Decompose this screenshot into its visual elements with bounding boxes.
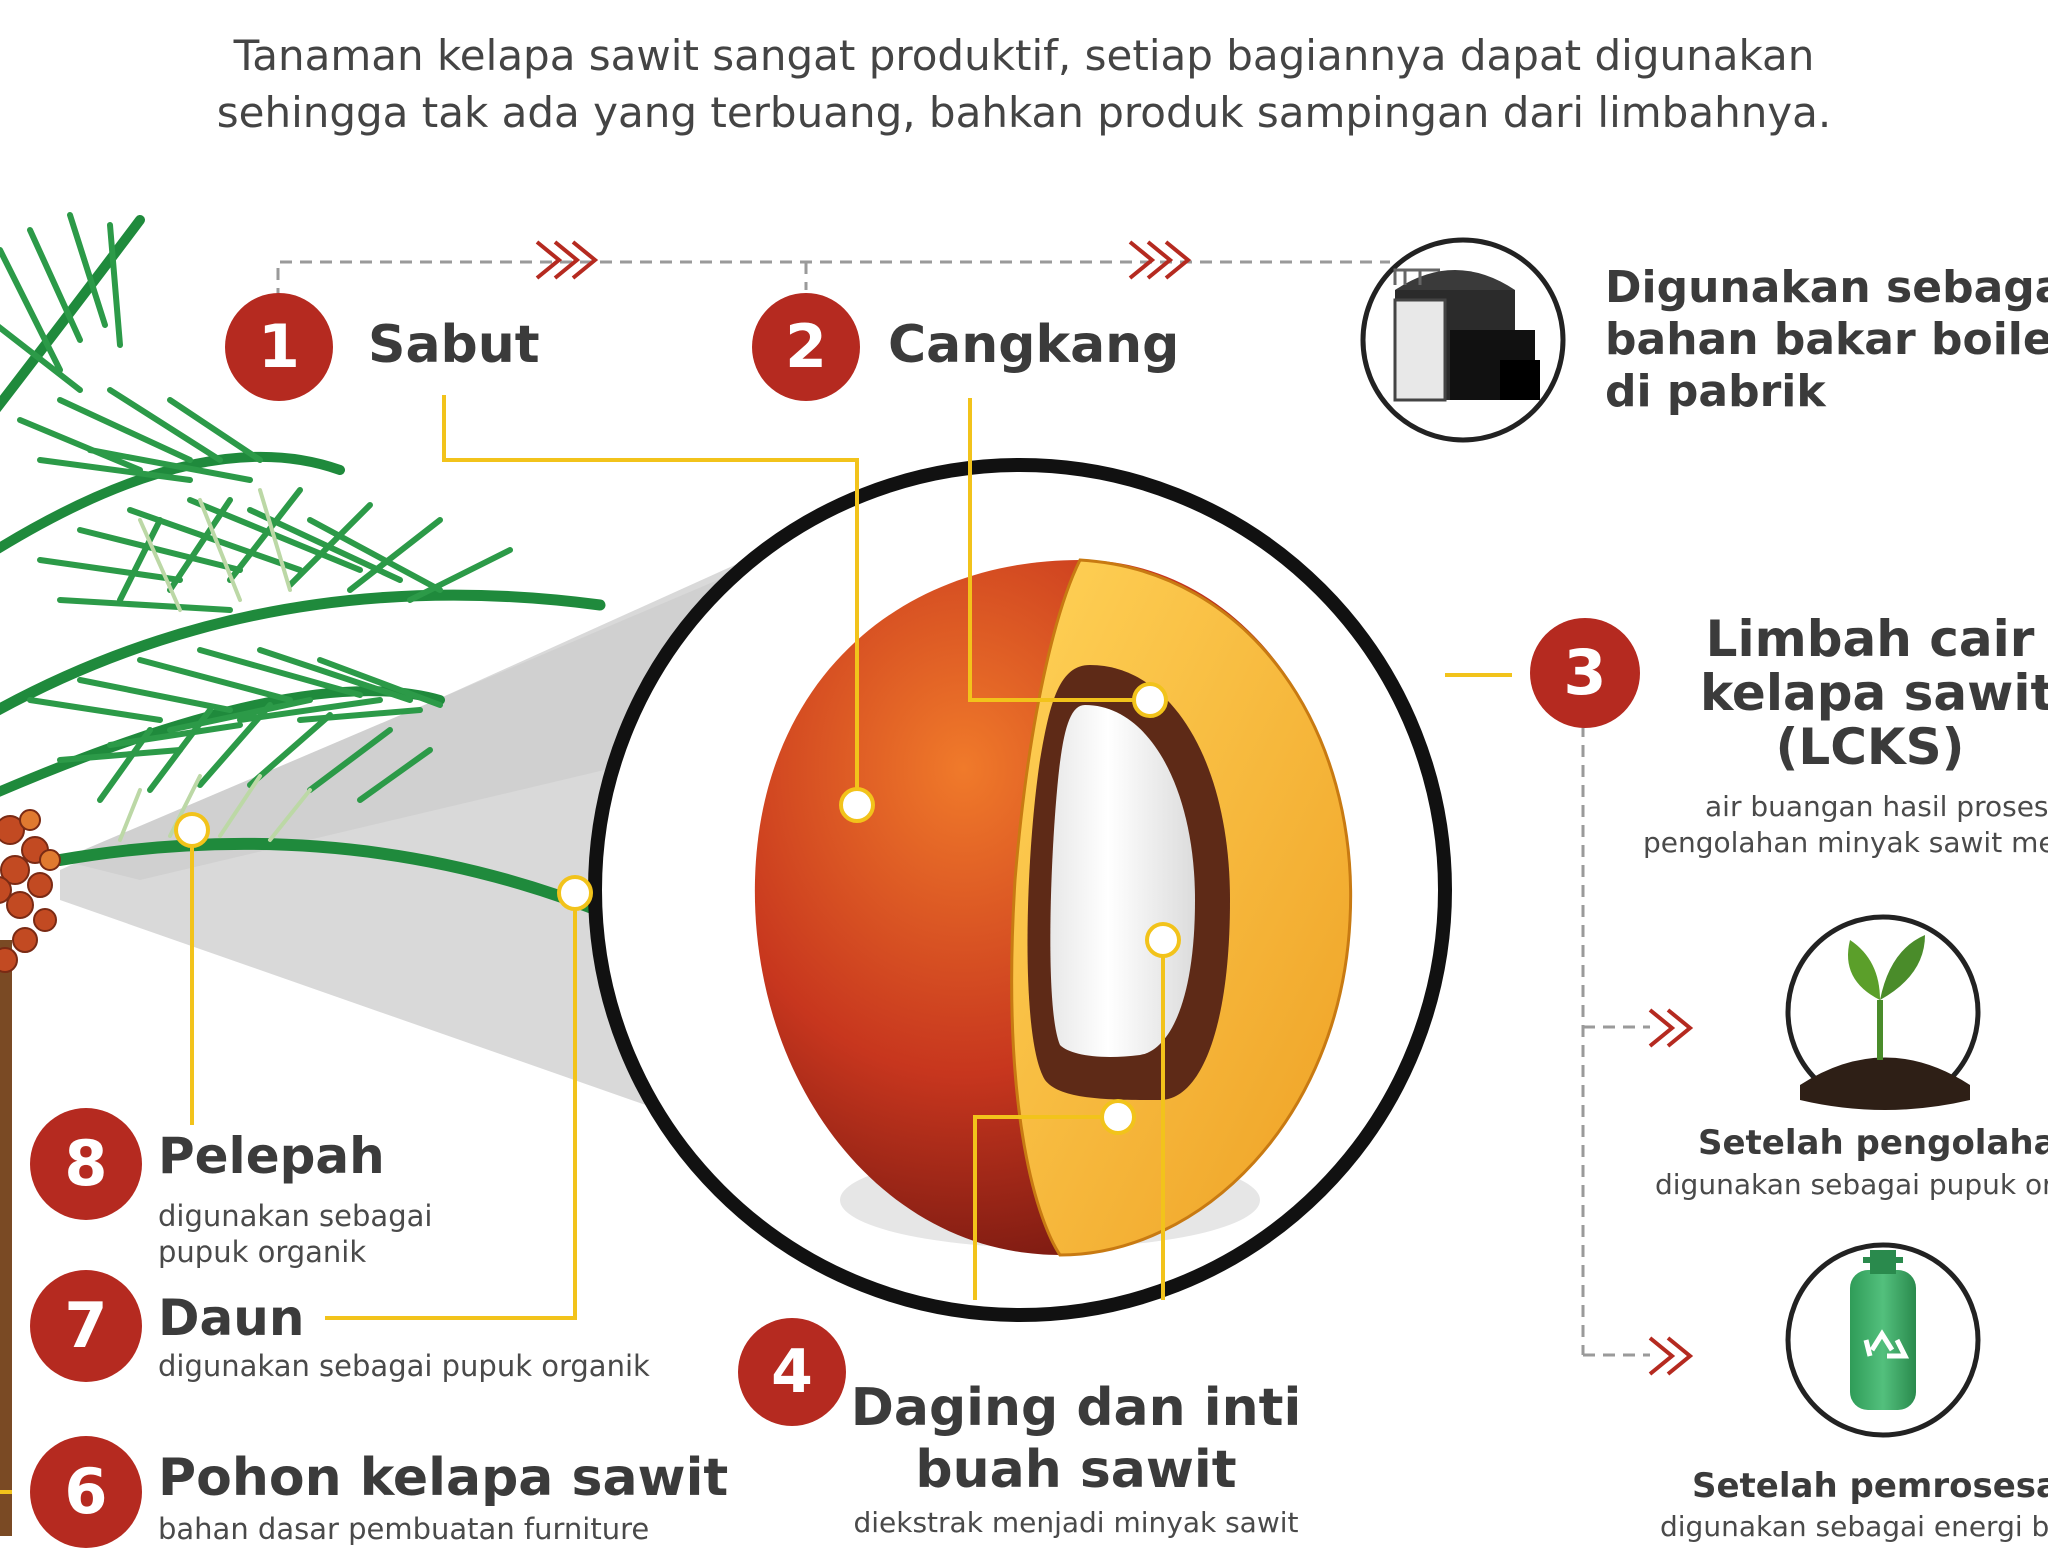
desc-lcks-2: pengolahan minyak sawit men [1643, 826, 2048, 859]
chevron-right-icon [1648, 1008, 1694, 1376]
palm-fruit-cross-section [754, 558, 1353, 1257]
label-sabut: Sabut [368, 315, 540, 375]
badge-7: 7 [30, 1270, 142, 1382]
palm-fronds [0, 212, 616, 921]
label-daging-2: buah sawit [915, 1440, 1237, 1500]
label-daun: Daun [158, 1289, 305, 1347]
badge-4: 4 [738, 1318, 846, 1426]
badge-3: 3 [1530, 618, 1640, 728]
sprout-icon [1785, 914, 1981, 1110]
badge-1: 1 [225, 293, 333, 401]
desc-pohon: bahan dasar pembuatan furniture [158, 1512, 650, 1546]
use-title-1: Setelah pengolahan [1698, 1123, 2048, 1163]
boiler-text-1: Digunakan sebagai [1605, 262, 2048, 313]
label-pelepah: Pelepah [158, 1127, 385, 1185]
use-desc-1: digunakan sebagai pupuk org [1655, 1168, 2048, 1201]
desc-daun: digunakan sebagai pupuk organik [158, 1349, 650, 1383]
desc-daging: diekstrak menjadi minyak sawit [853, 1506, 1299, 1539]
intro-line-1: Tanaman kelapa sawit sangat produktif, s… [233, 31, 1815, 80]
badge-6: 6 [30, 1436, 142, 1548]
desc-lcks-1: air buangan hasil proses [1705, 790, 2048, 823]
flow-arrows-lcks [1581, 725, 1650, 1357]
desc-pelepah-1: digunakan sebagai [158, 1199, 433, 1233]
label-lcks-1: Limbah cair [1705, 610, 2035, 668]
label-pohon: Pohon kelapa sawit [158, 1448, 729, 1508]
label-lcks-3: (LCKS) [1775, 718, 1965, 776]
label-daging-1: Daging dan inti [850, 1378, 1302, 1438]
connector-dots [174, 682, 1181, 1135]
boiler-icon [1360, 237, 1566, 443]
flow-arrows-top [276, 260, 1390, 300]
fruit-bunch [0, 809, 61, 973]
palm-trunk [0, 940, 12, 1536]
boiler-text-3: di pabrik [1605, 366, 1826, 417]
badge-2: 2 [752, 293, 860, 401]
badge-8: 8 [30, 1108, 142, 1220]
use-title-2: Setelah pemrosesa [1692, 1466, 2048, 1506]
biogas-cylinder-icon [1785, 1242, 1981, 1438]
connector-lines [0, 395, 1512, 1494]
label-lcks-2: kelapa sawit [1700, 664, 2048, 722]
intro-line-2: sehingga tak ada yang terbuang, bahkan p… [216, 88, 1832, 137]
desc-pelepah-2: pupuk organik [158, 1235, 367, 1269]
boiler-text-2: bahan bakar boiler [1605, 314, 2048, 365]
use-desc-2: digunakan sebagai energi bi [1660, 1510, 2048, 1543]
chevron-right-icon [535, 240, 1192, 280]
label-cangkang: Cangkang [888, 315, 1180, 375]
